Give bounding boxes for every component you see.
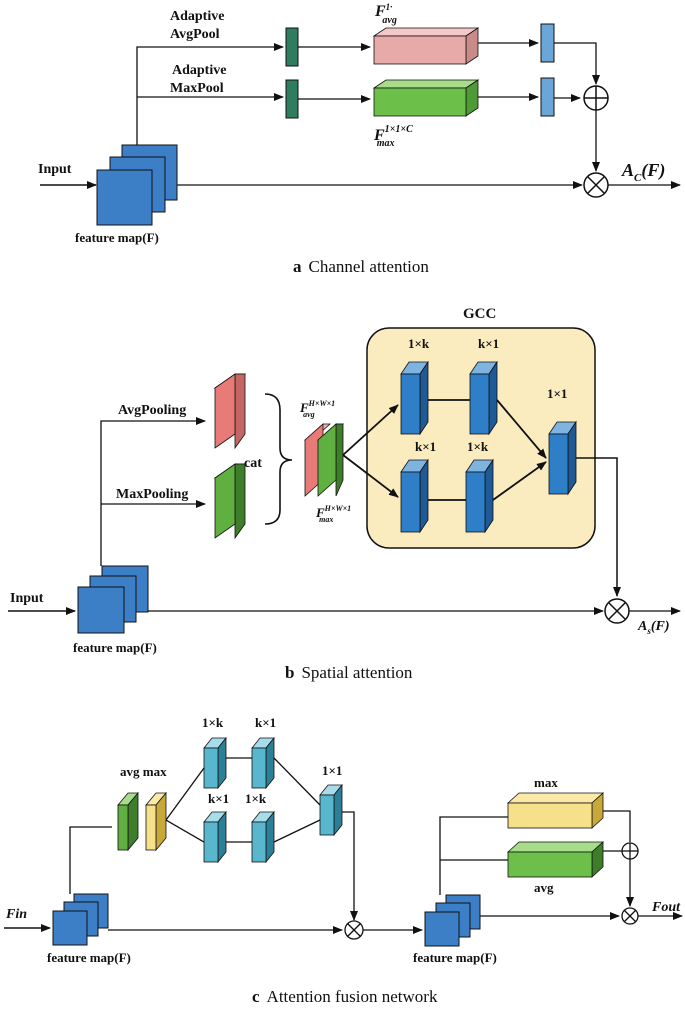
max-fc-bar <box>540 77 555 117</box>
fin-label: Fin <box>5 907 27 922</box>
gcc-kx1-top-label: k×1 <box>478 336 499 351</box>
conv-1x1 <box>319 783 343 837</box>
multiply-operator-left <box>344 920 364 940</box>
adaptive-maxpool-label-2: MaxPool <box>170 81 224 96</box>
max-map <box>145 791 167 852</box>
conv-kx1-bottom <box>203 810 227 864</box>
feature-map-stack-left <box>52 893 109 946</box>
output-label: As(F) <box>637 619 670 636</box>
avg-label: avg <box>534 880 554 895</box>
avg-max-label: avg max <box>120 764 167 779</box>
avgpooling-label: AvgPooling <box>118 403 186 418</box>
output-label: AC(F) <box>621 160 665 184</box>
cat-label: cat <box>244 456 262 471</box>
conv-1xk-top <box>203 736 227 790</box>
gcc-conv-1xk-top <box>400 360 429 436</box>
gcc-1x1-label: 1×1 <box>547 386 567 401</box>
feature-map-stack <box>96 144 178 226</box>
fout-label: Fout <box>651 900 681 915</box>
feature-map-label: feature map(F) <box>73 640 157 655</box>
gcc-conv-1xk-bottom <box>465 458 494 534</box>
concat-brace <box>264 393 293 525</box>
gcc-kx1-bottom-label: k×1 <box>415 439 436 454</box>
gcc-1xk-bottom-label: 1×k <box>467 439 489 454</box>
f-avg-box <box>372 27 480 65</box>
maxpool-bar <box>285 79 299 119</box>
adaptive-avgpool-label-1: Adaptive <box>170 9 224 24</box>
conv-kx1-top <box>251 736 275 790</box>
panel-c-attention-fusion: Fin feature map(F) avg max 1×k k×1 k×1 1… <box>4 715 683 1006</box>
feature-map-left-label: feature map(F) <box>47 950 131 965</box>
f-avg-label: F1·avg <box>374 2 397 26</box>
max-pool-map <box>213 463 247 540</box>
avgpooling-branch-line <box>100 417 206 566</box>
gcc-conv-1x1 <box>548 420 577 496</box>
max-label: max <box>534 775 558 790</box>
gcc-title: GCC <box>463 306 496 322</box>
conv-1x1-label: 1×1 <box>322 763 342 778</box>
conv-1xk-top-label: 1×k <box>202 715 224 730</box>
add-operator <box>621 842 639 860</box>
f-max-box <box>372 79 480 117</box>
add-operator <box>583 85 609 111</box>
conv-1xk-bottom <box>251 810 275 864</box>
input-label: Input <box>38 162 72 177</box>
multiply-operator <box>604 598 630 624</box>
feature-map-label: feature map(F) <box>75 230 159 245</box>
avg-box <box>506 841 605 878</box>
input-label: Input <box>10 591 44 606</box>
multiply-operator <box>583 172 609 198</box>
multiply-operator-right <box>621 907 639 925</box>
panel-a-channel-attention: Input feature map(F) Adaptive AvgPool Ad… <box>38 2 681 276</box>
avgpool-branch-line <box>136 43 284 145</box>
feature-map-stack <box>77 565 149 634</box>
maxpooling-label: MaxPooling <box>116 487 188 502</box>
gcc-conv-kx1-bottom <box>400 458 429 534</box>
gcc-conv-kx1-top <box>469 360 498 436</box>
concat-maps <box>303 423 345 497</box>
max-box <box>506 792 605 829</box>
panel-b-spatial-attention: Input feature map(F) AvgPooling MaxPooli… <box>8 306 681 682</box>
feature-map-stack-right <box>424 894 481 947</box>
conv-kx1-top-label: k×1 <box>255 715 276 730</box>
avgpool-bar <box>285 27 299 67</box>
avg-pool-map <box>213 373 247 450</box>
avg-map <box>117 791 139 852</box>
feature-map-right-label: feature map(F) <box>413 950 497 965</box>
avg-fc-bar <box>540 23 555 63</box>
adaptive-maxpool-label-1: Adaptive <box>172 63 226 78</box>
adaptive-avgpool-label-2: AvgPool <box>170 27 220 42</box>
conv-1xk-bottom-label: 1×k <box>245 791 267 806</box>
gcc-1xk-top-label: 1×k <box>408 336 430 351</box>
conv-kx1-bottom-label: k×1 <box>208 791 229 806</box>
